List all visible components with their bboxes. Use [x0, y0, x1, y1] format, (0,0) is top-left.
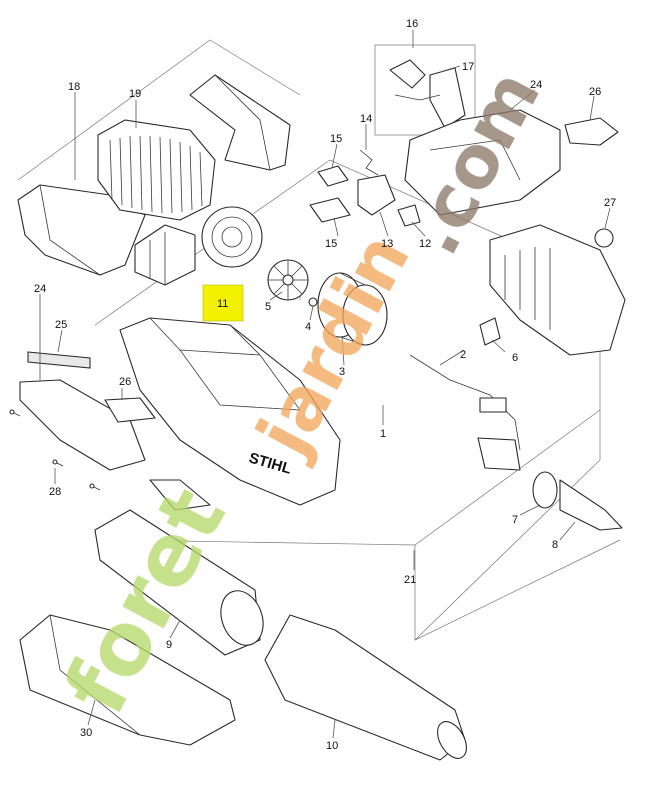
highlight-box-11: [202, 284, 244, 322]
callout-1: 1: [380, 428, 386, 440]
part-13-switch-block: [357, 174, 396, 216]
part-foot-plate: [149, 479, 211, 511]
callout-26-left: 26: [119, 376, 131, 388]
callout-25: 25: [55, 319, 67, 331]
part-26-top-trim: [564, 117, 619, 146]
part-27-disc: [594, 228, 614, 248]
part-28-screws: [9, 409, 101, 491]
part-24-side-cover: [19, 379, 146, 471]
callout-8: 8: [552, 539, 558, 551]
part-6-connector: [479, 317, 501, 346]
part-11-fan-housing: [201, 206, 263, 268]
callout-24-left: 24: [34, 283, 46, 295]
curved-strip-panel: [189, 74, 291, 171]
part-26-side-trim: [104, 397, 156, 423]
callout-21: 21: [404, 574, 416, 586]
part-lower-shell-duct: [489, 224, 626, 356]
part-19-filter-grille: [97, 119, 216, 221]
part-30-flat-nozzle: [19, 614, 236, 746]
callout-15-bottom: 15: [325, 238, 337, 250]
callout-9: 9: [166, 639, 172, 651]
callout-6: 6: [512, 352, 518, 364]
callout-4: 4: [305, 321, 311, 333]
part-bracket: [134, 224, 196, 286]
part-16-17-handle-parts: [374, 44, 476, 136]
part-15-clips: [309, 165, 351, 223]
assembly-frame: [17, 39, 621, 641]
part-24-upper-shell: [404, 109, 561, 216]
callout-15-top: 15: [330, 133, 342, 145]
part-8-tip: [559, 479, 623, 531]
part-14-spring-wire: [359, 149, 379, 176]
callout-17: 17: [462, 61, 474, 73]
part-3-motor: [317, 272, 388, 346]
callout-18: 18: [68, 81, 80, 93]
callout-13: 13: [381, 238, 393, 250]
callout-7: 7: [512, 514, 518, 526]
callout-14: 14: [360, 113, 372, 125]
callout-10: 10: [326, 740, 338, 752]
callout-30: 30: [80, 727, 92, 739]
part-10-round-nozzle: [264, 614, 467, 761]
callout-16: 16: [406, 18, 418, 30]
callout-3: 3: [339, 366, 345, 378]
callout-2: 2: [460, 349, 466, 361]
leader-lines: [39, 30, 611, 739]
watermark-text-b: jardin: [239, 220, 425, 471]
part-7-nozzle-ring: [532, 471, 558, 509]
part-1-main-housing: [119, 317, 341, 506]
part-9-tube: [94, 509, 264, 656]
callout-19: 19: [129, 88, 141, 100]
callout-12: 12: [419, 238, 431, 250]
callout-labels: 18 19 16 17 15 14 24 26 27 15 13 12 11 5…: [34, 18, 616, 752]
part-5-impeller: [267, 259, 309, 301]
part-12-lever: [397, 204, 421, 227]
callout-5: 5: [265, 301, 271, 313]
part-18-cover: [17, 184, 146, 276]
part-25-label-strip: [27, 351, 91, 369]
callout-28: 28: [49, 486, 61, 498]
callout-24-top: 24: [530, 79, 542, 91]
callout-26-top: 26: [589, 86, 601, 98]
part-2-wiring-harness: [409, 354, 521, 471]
callout-11: 11: [217, 298, 228, 310]
callout-27: 27: [604, 197, 616, 209]
